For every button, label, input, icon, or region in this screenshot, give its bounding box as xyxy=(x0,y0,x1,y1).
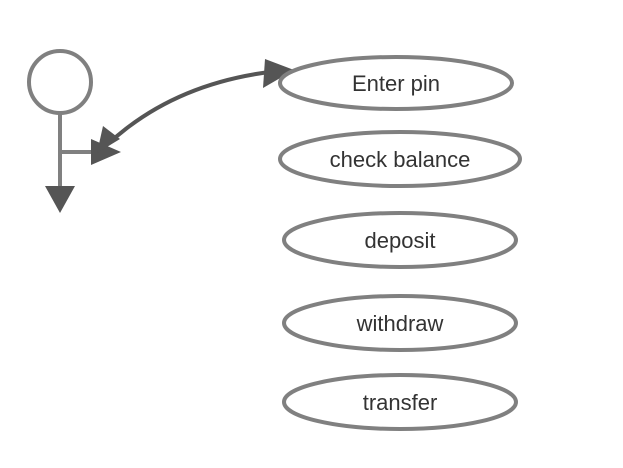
association-curve xyxy=(106,69,279,146)
actor[interactable] xyxy=(27,49,121,213)
use-case-shape xyxy=(282,373,518,431)
use-case-label: Enter pin xyxy=(352,71,440,96)
association-arrowhead-left-icon xyxy=(97,126,120,153)
association-link[interactable] xyxy=(97,59,294,153)
use-case-shape xyxy=(278,55,514,111)
actor-side-arrowhead-icon xyxy=(91,139,121,165)
use-case-label: deposit xyxy=(365,228,436,253)
use-case-shape xyxy=(282,211,518,269)
use-case-transfer[interactable]: transfer xyxy=(282,373,518,431)
use-case-withdraw[interactable]: withdraw xyxy=(282,294,518,352)
use-case-shape xyxy=(278,130,522,188)
association-arrowhead-right-icon xyxy=(263,59,294,88)
actor-down-arrowhead-icon xyxy=(45,186,75,213)
actor-head xyxy=(27,49,93,115)
use-case-label: withdraw xyxy=(356,311,444,336)
use-case-deposit[interactable]: deposit xyxy=(282,211,518,269)
use-case-enter-pin[interactable]: Enter pin xyxy=(278,55,514,111)
use-case-label: transfer xyxy=(363,390,438,415)
use-case-label: check balance xyxy=(330,147,471,172)
use-case-check-balance[interactable]: check balance xyxy=(278,130,522,188)
use-case-shape xyxy=(282,294,518,352)
